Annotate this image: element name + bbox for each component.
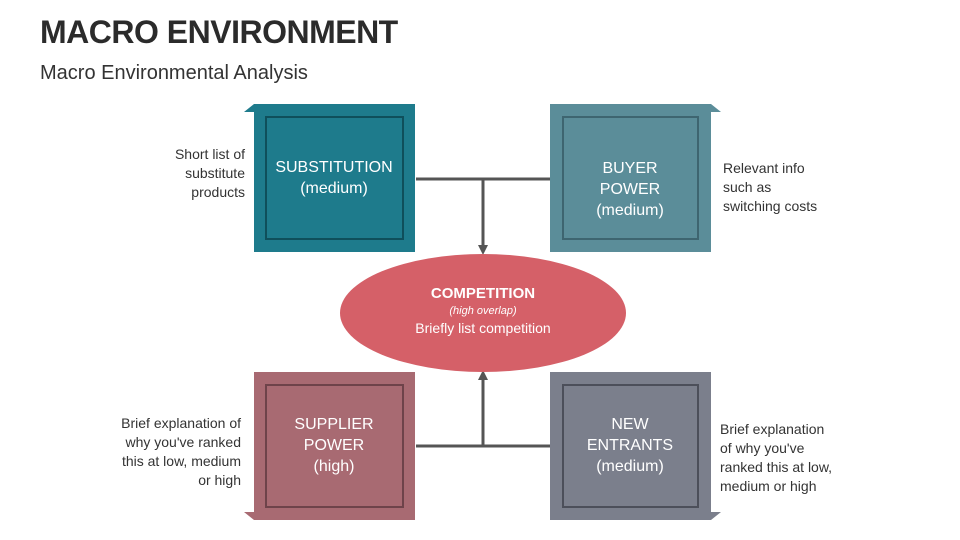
buyer-power-label-line: BUYER: [602, 160, 658, 177]
buyer-power-label-line: (medium): [596, 202, 664, 219]
competition-text: Briefly list competition: [415, 320, 551, 336]
note-line: Relevant info: [723, 160, 805, 176]
note-line: switching costs: [723, 198, 818, 214]
note-line: of why you've: [720, 440, 805, 456]
slide-subtitle: Macro Environmental Analysis: [40, 62, 308, 84]
substitution-tab: [244, 104, 254, 112]
substitution-box: [244, 104, 415, 252]
note-line: such as: [723, 179, 772, 195]
substitution-inner: [265, 116, 404, 240]
note-line: medium or high: [720, 478, 817, 494]
note-line: this at low, medium: [121, 453, 241, 469]
new-entrants-label: NEW ENTRANTS (medium): [555, 414, 705, 477]
buyer-power-note: Relevant info such as switching costs: [723, 159, 863, 216]
note-line: Brief explanation of: [121, 415, 241, 431]
note-line: products: [191, 184, 245, 200]
buyer-power-tab: [711, 104, 721, 112]
new-entrants-inner: [562, 384, 699, 508]
note-line: ranked this at low,: [720, 459, 833, 475]
supplier-power-tab: [244, 512, 254, 520]
note-line: substitute: [185, 165, 245, 181]
note-line: Short list of: [174, 146, 245, 162]
supplier-power-label: SUPPLIER POWER (high): [259, 414, 409, 477]
new-entrants-tab: [711, 512, 721, 520]
substitution-label: SUBSTITUTION (medium): [259, 157, 409, 199]
competition-title: COMPETITION: [430, 285, 536, 302]
competition-label: COMPETITION (high overlap) Briefly list …: [340, 284, 626, 338]
buyer-power-label-line: POWER: [599, 181, 661, 198]
supplier-power-label-line: SUPPLIER: [294, 416, 374, 433]
slide-title: MACRO ENVIRONMENT: [40, 14, 398, 50]
note-line: why you've ranked: [125, 434, 241, 450]
buyer-power-label: BUYER POWER (medium): [555, 158, 705, 221]
substitution-note: Short list of substitute products: [120, 145, 245, 202]
competition-overlap: (high overlap): [449, 305, 517, 317]
new-entrants-label-line: NEW: [611, 416, 649, 433]
supplier-power-box: [244, 372, 415, 520]
new-entrants-label-line: ENTRANTS: [586, 437, 674, 454]
buyer-power-box: [550, 104, 721, 252]
new-entrants-label-line: (medium): [596, 458, 664, 475]
note-line: or high: [198, 472, 241, 488]
buyer-power-inner: [562, 116, 699, 240]
supplier-power-label-line: (high): [313, 458, 355, 475]
substitution-label-line: (medium): [300, 180, 368, 197]
new-entrants-box: [550, 372, 721, 520]
note-line: Brief explanation: [720, 421, 825, 437]
supplier-power-inner: [265, 384, 404, 508]
substitution-label-line: SUBSTITUTION: [275, 159, 393, 176]
competition-ellipse: [340, 254, 626, 372]
supplier-power-label-line: POWER: [303, 437, 365, 454]
supplier-power-note: Brief explanation of why you've ranked t…: [70, 414, 241, 490]
new-entrants-note: Brief explanation of why you've ranked t…: [720, 420, 870, 496]
